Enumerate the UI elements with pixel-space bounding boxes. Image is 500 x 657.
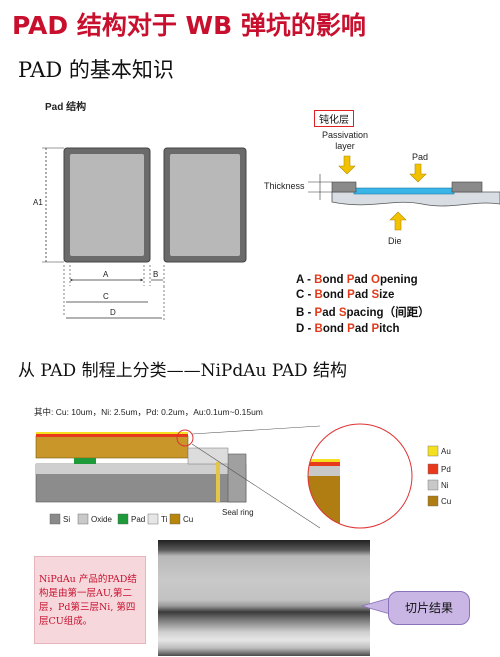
zoom-legend-au: Au — [441, 447, 451, 456]
passivation-cn-label: 钝化层 — [314, 110, 354, 127]
legend-item: B - Pad Spacing（间距） — [296, 307, 430, 319]
dim-c-label: C — [103, 292, 109, 301]
slice-result-callout: 切片结果 — [388, 591, 470, 625]
nipdau-note: NiPdAu 产品的PAD结构是由第一层AU,第二层，Pd第三层Ni, 第四层C… — [34, 556, 146, 644]
pad-cross-section: 钝化层 Passivation layer Pad Thickness Die — [262, 104, 500, 254]
layer-thickness-spec: 其中: Cu: 10um，Ni: 2.5um，Pd: 0.2um，Au:0.1u… — [34, 407, 263, 417]
cross-section-drawing — [308, 155, 500, 231]
legend-oxide: Oxide — [91, 515, 112, 524]
legend-cu: Cu — [183, 515, 194, 524]
dim-a1-label: A1 — [33, 198, 43, 207]
zoom-legend-cu: Cu — [441, 497, 452, 506]
legend-item: D - Bond Pad Pitch — [296, 323, 400, 335]
pad-structure-title: Pad 结构 — [45, 102, 87, 113]
thickness-label: Thickness — [264, 181, 305, 191]
legend-si: Si — [63, 515, 71, 524]
dim-d-label: D — [110, 308, 116, 317]
pad-structure-diagram: Pad 结构 A1 A B C D — [0, 90, 270, 330]
zoom-legend-pd: Pd — [441, 465, 451, 474]
nipdau-structure-diagram — [35, 423, 439, 529]
dim-a-label: A — [103, 270, 109, 279]
pad-top-view — [42, 147, 247, 322]
legend-item: A - Bond Pad Opening — [296, 274, 418, 286]
dim-b-label: B — [153, 270, 159, 279]
legend-ti: Ti — [161, 515, 168, 524]
cross-section-photo — [158, 540, 370, 656]
section-heading-basics: PAD 的基本知识 — [18, 58, 174, 82]
page-title: PAD 结构对于 WB 弹坑的影响 — [12, 11, 366, 40]
die-label: Die — [388, 236, 402, 246]
passivation-en-label: Passivation layer — [321, 130, 369, 151]
legend-item: C - Bond Pad Size — [296, 289, 395, 301]
legend-pad: Pad — [131, 515, 146, 524]
callout-pointer — [360, 597, 390, 615]
bond-pad-legend: A - Bond Pad Opening C - Bond Pad Size B… — [296, 274, 430, 335]
pad-label: Pad — [412, 152, 429, 162]
zoom-legend-ni: Ni — [441, 481, 449, 490]
seal-ring-label: Seal ring — [222, 508, 254, 517]
section-heading-nipdau: 从 PAD 制程上分类——NiPdAu PAD 结构 — [18, 361, 348, 381]
